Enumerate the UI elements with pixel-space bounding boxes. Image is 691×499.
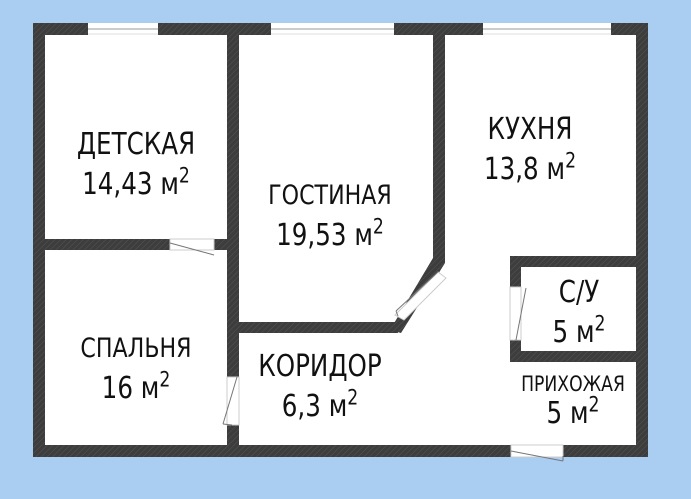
room-label-spalnya: СПАЛЬНЯ 16 м2 xyxy=(64,335,208,404)
window-gostinaya xyxy=(271,23,394,35)
window-kukhnya xyxy=(483,23,611,35)
wall-gostinaya-kukhnya xyxy=(433,23,445,263)
room-area: 5 м2 xyxy=(546,392,600,431)
room-name: ДЕТСКАЯ xyxy=(76,127,196,162)
room-label-gostinaya: ГОСТИНАЯ 19,53 м2 xyxy=(256,182,404,251)
room-area: 14,43 м2 xyxy=(82,163,190,202)
door-gostinaya xyxy=(394,271,447,321)
window-detskaya xyxy=(88,23,158,35)
room-name: ГОСТИНАЯ xyxy=(268,180,392,211)
door-spalnya xyxy=(222,376,240,426)
door-detskaya xyxy=(169,238,215,256)
room-name: КОРИДОР xyxy=(258,349,382,384)
room-area: 16 м2 xyxy=(101,367,171,406)
door-entrance xyxy=(510,444,564,462)
room-area: 19,53 м2 xyxy=(276,214,384,253)
room-name: КУХНЯ xyxy=(487,112,573,147)
room-label-koridor: КОРИДОР 6,3 м2 xyxy=(254,352,385,422)
room-name: СПАЛЬНЯ xyxy=(80,333,192,364)
door-su xyxy=(509,286,527,341)
room-name: С/У xyxy=(558,275,600,310)
outer-wall-bottom xyxy=(33,445,648,457)
room-name: ПРИХОЖАЯ xyxy=(521,372,625,396)
room-label-kukhnya: КУХНЯ 13,8 м2 xyxy=(469,115,592,185)
windows xyxy=(88,23,611,35)
room-label-su: С/У 5 м2 xyxy=(534,278,624,348)
outer-wall-right xyxy=(636,23,648,457)
wall-su-bottom xyxy=(510,351,648,362)
room-label-detskaya: ДЕТСКАЯ 14,43 м2 xyxy=(64,130,208,200)
wall-su-top xyxy=(510,256,648,267)
wall-gostinaya-koridor xyxy=(227,322,398,333)
room-area: 13,8 м2 xyxy=(483,148,577,187)
room-area: 6,3 м2 xyxy=(281,385,359,424)
doors xyxy=(169,238,564,462)
room-label-prikhozhaya: ПРИХОЖАЯ 5 м2 xyxy=(517,374,629,429)
wall-detskaya-spalnya xyxy=(33,239,239,250)
room-area: 5 м2 xyxy=(552,311,606,350)
